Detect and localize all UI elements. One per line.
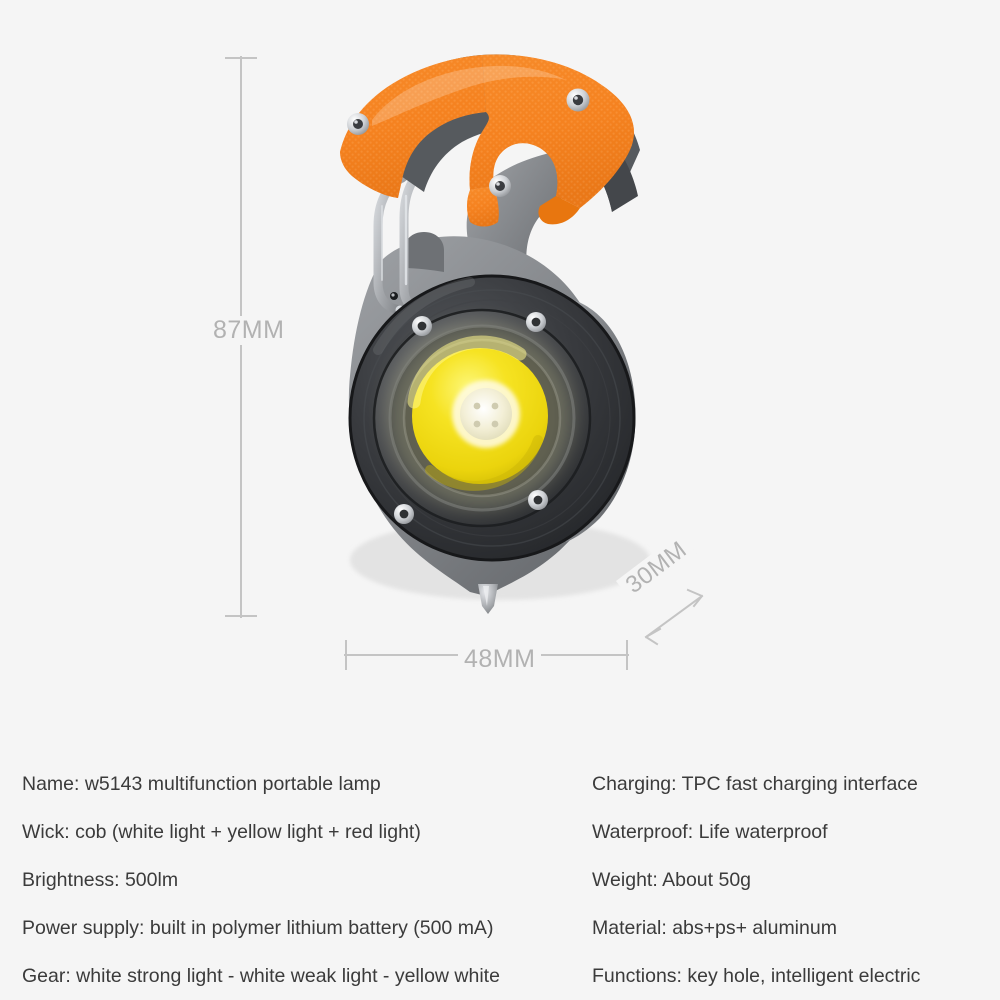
product-illustration xyxy=(340,54,650,614)
specs-column-right: Charging: TPC fast charging interface Wa… xyxy=(592,700,992,1000)
screw-icon xyxy=(412,316,432,336)
spec-line: Waterproof: Life waterproof xyxy=(592,821,828,843)
spec-line: Material: abs+ps+ aluminum xyxy=(592,917,837,939)
spec-line: Weight: About 50g xyxy=(592,869,752,891)
screw-icon xyxy=(528,490,548,510)
orange-grip xyxy=(340,54,634,227)
screw-icon xyxy=(394,504,414,524)
height-dimension-label: 87MM xyxy=(207,316,291,345)
screw-icon xyxy=(566,88,590,112)
glass-breaker-tip xyxy=(478,584,498,614)
grip-screws xyxy=(347,88,590,197)
screw-icon xyxy=(347,113,369,135)
spec-line: Wick: cob (white light + yellow light + … xyxy=(22,821,421,843)
spec-line: Functions: key hole, intelligent electri… xyxy=(592,965,921,987)
cob-led-dome xyxy=(388,324,572,508)
specifications-block: Name: w5143 multifunction portable lamp … xyxy=(0,700,1000,1000)
dimension-annotations xyxy=(225,56,704,670)
spec-line: Name: w5143 multifunction portable lamp xyxy=(22,773,381,795)
screw-icon xyxy=(526,312,546,332)
product-photo-area: 87MM 48MM 30MM xyxy=(207,54,704,674)
depth-dimension-line xyxy=(644,594,704,639)
spec-line: Brightness: 500lm xyxy=(22,869,179,891)
specs-column-left: Name: w5143 multifunction portable lamp … xyxy=(22,700,582,1000)
spec-line: Charging: TPC fast charging interface xyxy=(592,773,918,795)
spec-line: Power supply: built in polymer lithium b… xyxy=(22,917,494,939)
spec-line: Gear: white strong light - white weak li… xyxy=(22,965,500,987)
width-dimension-label: 48MM xyxy=(458,645,542,674)
bezel-screws xyxy=(390,292,548,524)
screw-icon xyxy=(489,175,511,197)
